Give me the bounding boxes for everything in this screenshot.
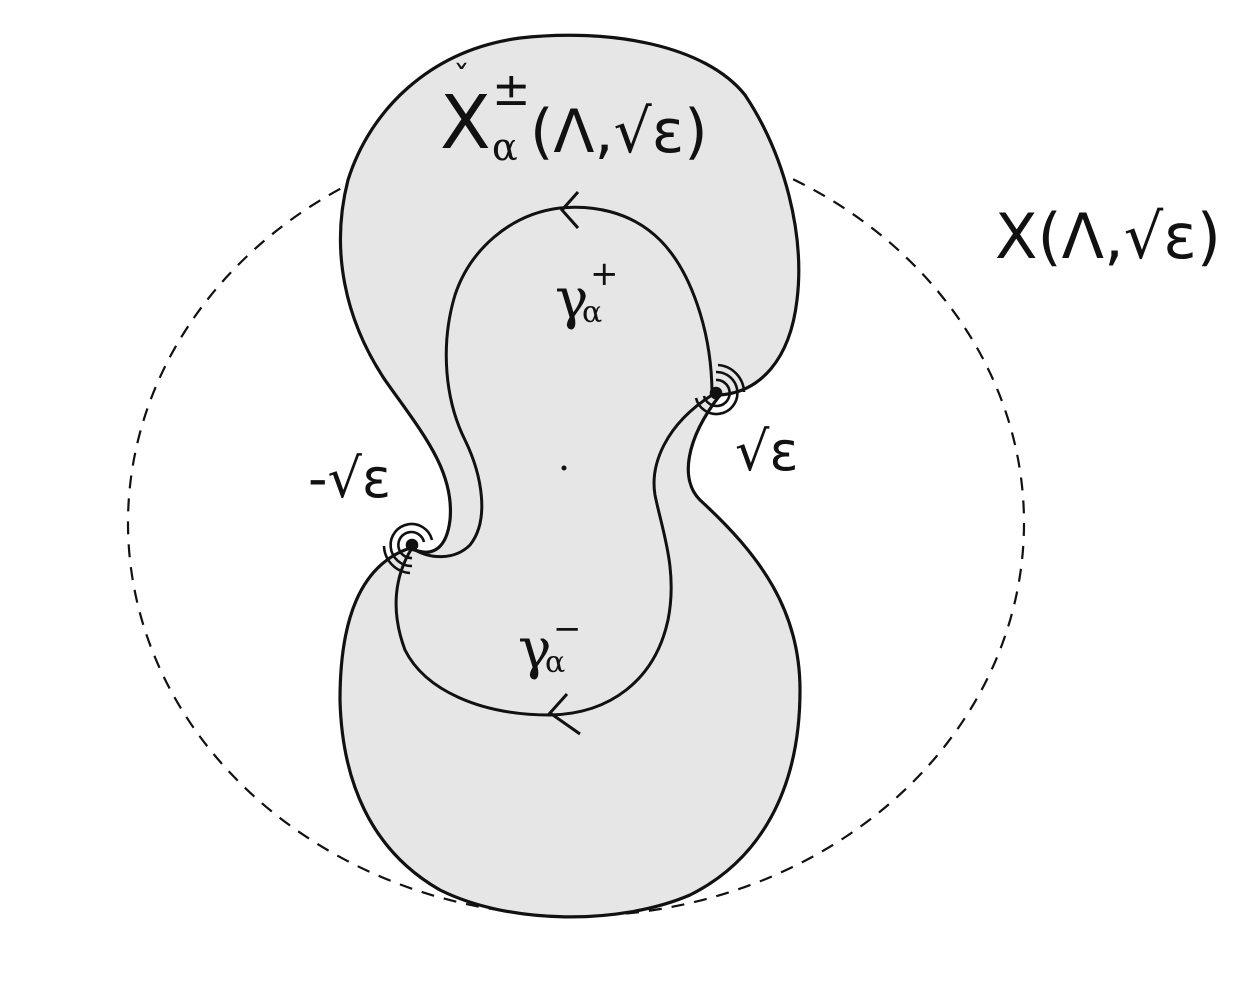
curve-minus-base: γ (518, 617, 551, 682)
point-positive-label: √ε (735, 420, 799, 483)
center-dot (561, 465, 567, 471)
curve-plus-base: γ (555, 267, 588, 332)
inner-region-label: X ˇ ± α (Λ,√ε) (440, 59, 708, 169)
inner-region-sup: ± (492, 62, 531, 116)
curve-plus-sup: + (590, 254, 619, 294)
curve-plus-label: γ α + (555, 254, 619, 332)
spiral-positive (694, 363, 746, 416)
inner-region-check: ˇ (453, 59, 470, 99)
inner-region-args: (Λ,√ε) (530, 97, 708, 167)
shaded-region (338, 33, 802, 919)
arrow-top (559, 191, 580, 229)
arrow-bottom (547, 692, 581, 736)
curve-minus-label: γ α − (518, 609, 582, 682)
spiral-negative (382, 522, 434, 575)
curve-plus-sub: α (582, 295, 602, 330)
inner-region-base: X (440, 80, 491, 166)
point-negative-label: -√ε (308, 447, 391, 510)
curve-minus-sub: α (545, 645, 565, 680)
inner-region-sub: α (492, 125, 518, 169)
outer-region-label: X(Λ,√ε) (995, 200, 1221, 273)
curve-minus-sup: − (553, 609, 582, 649)
inner-loop-curve (394, 205, 714, 717)
